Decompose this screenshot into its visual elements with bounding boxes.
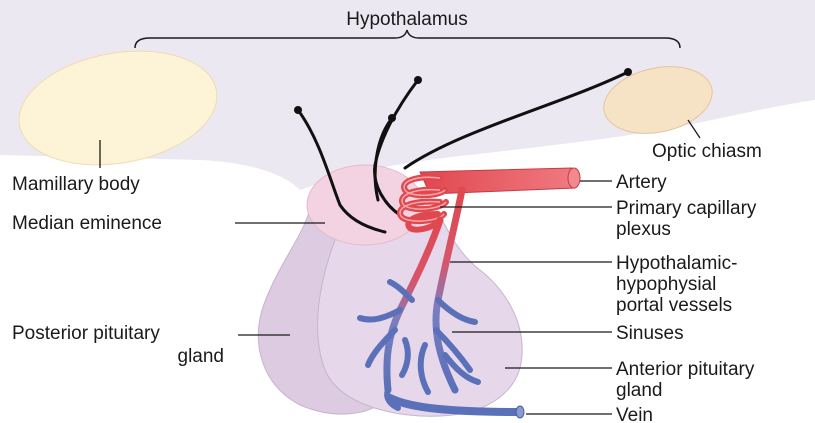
label-posterior-pituitary-line1: Posterior pituitary — [12, 323, 160, 344]
label-sinuses: Sinuses — [616, 323, 684, 344]
label-posterior-pituitary-line2: gland — [178, 346, 225, 367]
label-mamillary-body: Mamillary body — [12, 174, 140, 195]
label-hypothalamus: Hypothalamus — [346, 9, 467, 30]
artery-opening — [568, 168, 580, 188]
label-portal-vessels-line2: hypophysial — [616, 274, 716, 295]
label-anterior-pituitary-line1: Anterior pituitary — [616, 359, 755, 380]
label-portal-vessels-line3: portal vessels — [616, 295, 732, 316]
label-artery: Artery — [616, 172, 667, 193]
label-primary-capillary-plexus-line2: plexus — [616, 219, 671, 240]
label-portal-vessels-line1: Hypothalamic- — [616, 253, 737, 274]
label-vein: Vein — [616, 405, 653, 423]
label-anterior-pituitary-line2: gland — [616, 380, 663, 401]
vein-opening — [516, 406, 524, 418]
label-optic-chiasm: Optic chiasm — [652, 141, 762, 162]
label-median-eminence: Median eminence — [12, 213, 162, 234]
label-primary-capillary-plexus-line1: Primary capillary — [616, 198, 757, 219]
anterior-pituitary-lobe — [318, 215, 523, 416]
